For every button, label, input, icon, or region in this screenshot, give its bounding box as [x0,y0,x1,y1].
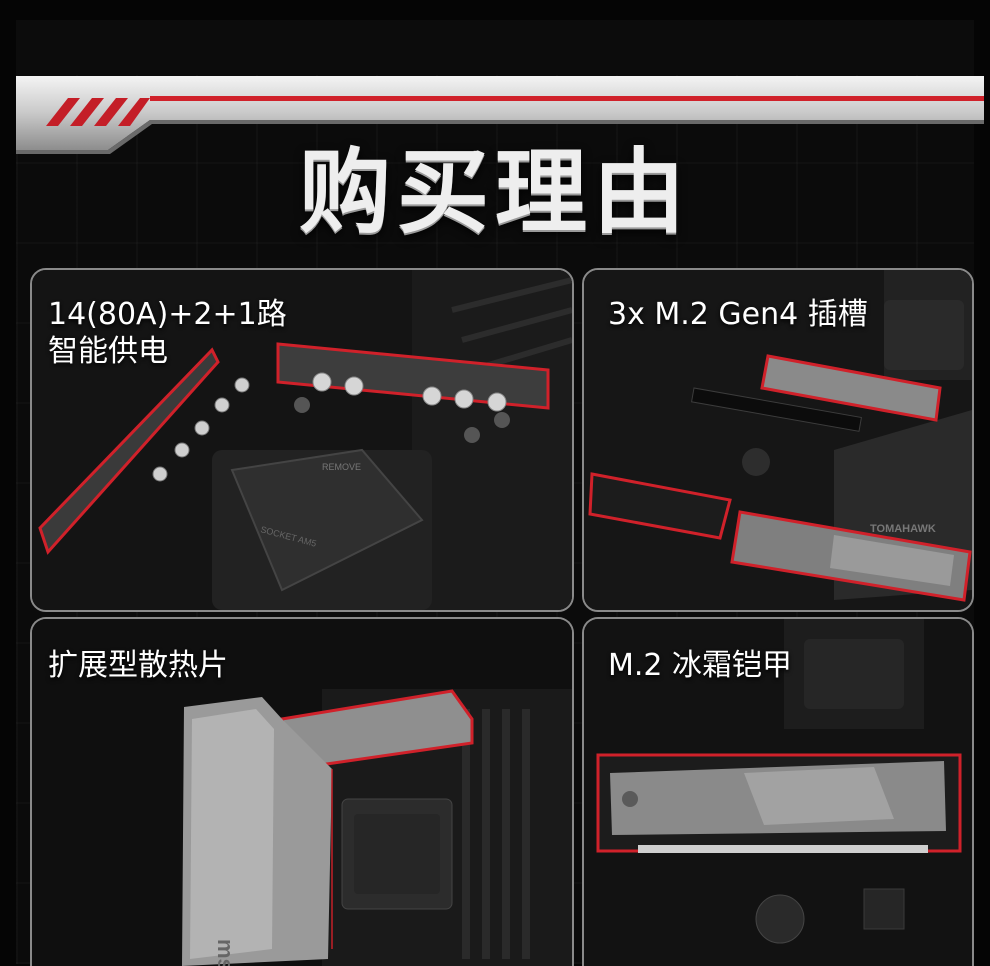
feature-card-m2-shield: M.2 冰霜铠甲 [582,617,974,966]
socket-remove-text: REMOVE [322,462,361,472]
motherboard-vrm-photo: REMOVE SOCKET AM5 [32,270,572,610]
feature-card-power: REMOVE SOCKET AM5 14(80A)+2+1路 智能供电 [30,268,574,612]
m2-slots-photo: TOMAHAWK [584,270,972,610]
feature-title-m2-slots: 3x M.2 Gen4 插槽 [608,297,868,332]
red-stripe-pattern [46,98,150,126]
page-title: 购买理由 [298,139,691,246]
feature-title-heatsink: 扩展型散热片 [48,648,228,683]
feature-title-m2-shield: M.2 冰霜铠甲 [608,648,793,683]
msi-logo-text: msi [213,939,238,966]
feature-title-power-smart: 智能供电 [48,334,168,369]
tomahawk-logo-text: TOMAHAWK [870,523,936,535]
header-banner [16,20,984,154]
feature-card-m2-slots: TOMAHAWK 3x M.2 Gen4 插槽 [582,268,974,612]
m2-shield-frozr-photo [584,619,972,966]
feature-card-heatsink: msi 扩展型散热片 [30,617,574,966]
extended-heatsink-photo: msi [32,619,572,966]
feature-title-power-phases: 14(80A)+2+1路 [48,297,287,332]
